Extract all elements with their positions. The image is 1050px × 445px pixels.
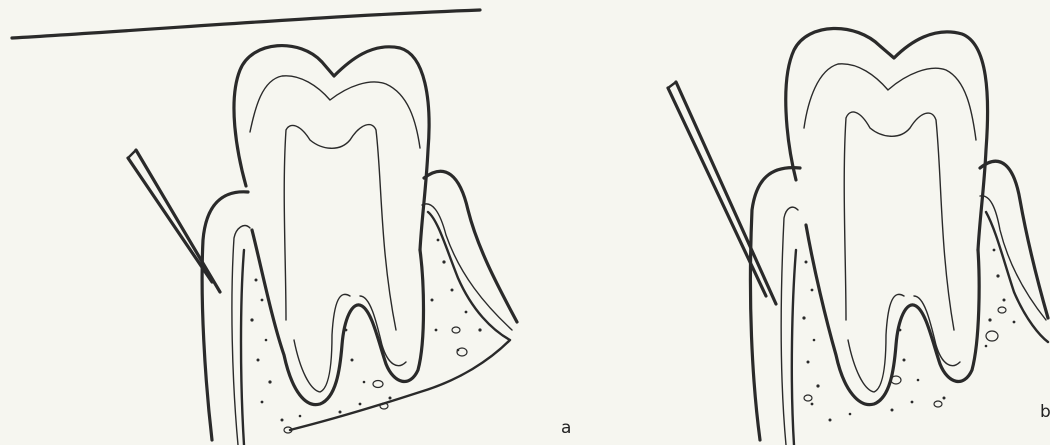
panel-b — [668, 28, 1048, 445]
tooth-root-b — [806, 225, 979, 405]
enamel-line-b — [804, 64, 976, 140]
panel-a — [128, 46, 517, 445]
panel-label-b: b — [1040, 402, 1050, 422]
probe-instrument-b — [668, 82, 776, 304]
panel-label-a: a — [561, 418, 571, 438]
enamel-line-a — [250, 76, 420, 148]
sulcus-line-b — [781, 196, 1046, 445]
pulp-chamber-b — [844, 112, 954, 330]
tooth-crown-b — [786, 28, 988, 250]
page-edge-line — [12, 10, 480, 38]
tooth-root-a — [252, 230, 424, 405]
bone-trabeculae-b — [802, 249, 1015, 422]
pulp-chamber-a — [284, 125, 396, 330]
